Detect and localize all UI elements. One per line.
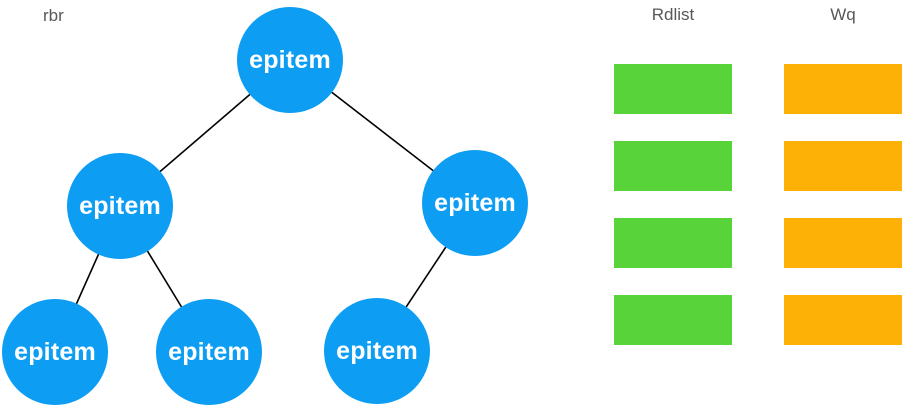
tree-node-leaf-2: epitem bbox=[156, 299, 262, 405]
tree-node-leaf-1: epitem bbox=[2, 299, 108, 405]
wq-item bbox=[784, 218, 902, 268]
rdlist-item bbox=[614, 218, 732, 268]
wq-item bbox=[784, 141, 902, 191]
tree-node-label: epitem bbox=[336, 336, 418, 365]
tree-node-label: epitem bbox=[79, 191, 161, 220]
tree-title: rbr bbox=[43, 6, 64, 25]
tree-node-label: epitem bbox=[434, 188, 516, 217]
tree-node-label: epitem bbox=[168, 337, 250, 366]
rdlist-item bbox=[614, 64, 732, 114]
rdlist-column: Rdlist bbox=[614, 0, 732, 413]
tree-node-leaf-3: epitem bbox=[324, 298, 430, 404]
wq-column: Wq bbox=[784, 0, 902, 413]
tree-node-label: epitem bbox=[14, 337, 96, 366]
rdlist-column-label: Rdlist bbox=[651, 5, 695, 24]
tree-node-root: epitem bbox=[237, 7, 343, 113]
tree-node-right-child: epitem bbox=[422, 150, 528, 256]
rdlist-item bbox=[614, 295, 732, 345]
wq-column-label: Wq bbox=[830, 5, 856, 24]
wq-item bbox=[784, 64, 902, 114]
rdlist-item bbox=[614, 141, 732, 191]
wq-item bbox=[784, 295, 902, 345]
tree-node-label: epitem bbox=[249, 45, 331, 74]
tree-node-left-child: epitem bbox=[67, 153, 173, 259]
